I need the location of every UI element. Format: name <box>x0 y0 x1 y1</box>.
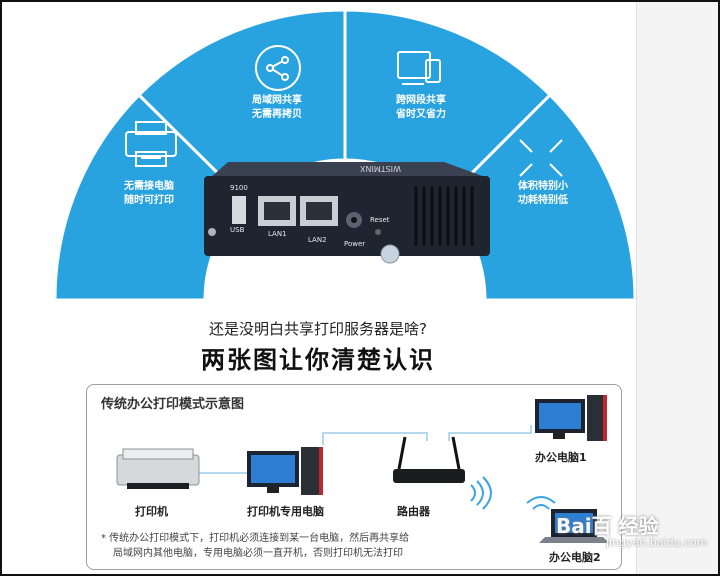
printer-label: 打印机 <box>135 505 168 518</box>
note-line1: * 传统办公打印模式下，打印机必须连接到某一台电脑，然后再共享给 <box>101 533 410 544</box>
traditional-print-diagram: 传统办公打印模式示意图 <box>86 384 622 570</box>
segment-4-line2: 功耗特别低 <box>518 195 568 206</box>
cable-pc-router <box>322 432 428 445</box>
lan1-label: LAN1 <box>268 230 287 238</box>
segment-4-line1: 体积特别小 <box>518 181 568 192</box>
segment-2-line2: 无需再拷贝 <box>252 109 302 120</box>
port-9100-label: 9100 <box>230 184 248 192</box>
office-pc2-laptop <box>539 509 609 543</box>
right-margin-strip <box>636 2 718 574</box>
baidu-watermark-sub: jingyan.baidu.com <box>606 536 708 549</box>
devices-icon <box>397 51 441 85</box>
note-line2: 局域网内其他电脑，专用电脑必须一直开机，否则打印机无法打印 <box>113 548 403 559</box>
fan-segment-1 <box>53 92 249 302</box>
headline-title: 两张图让你清楚认识 <box>201 346 435 374</box>
segment-2-line1: 局域网共享 <box>252 95 302 106</box>
shrink-icon <box>519 139 563 177</box>
router-device <box>393 436 465 483</box>
office-pc1-device <box>535 395 607 441</box>
segment-1-label: 无需接电脑 随时可打印 <box>104 180 194 208</box>
segment-1-line1: 无需接电脑 <box>124 181 174 192</box>
segment-2-label: 局域网共享 无需再拷贝 <box>232 94 322 122</box>
wifi-signal-icon <box>470 476 492 510</box>
printer-device <box>116 448 200 489</box>
segment-1-line2: 随时可打印 <box>124 195 174 206</box>
printer-icon <box>125 121 177 167</box>
segment-3-line2: 省时又省力 <box>396 109 446 120</box>
hero-fan-graphic <box>53 8 637 302</box>
diagram-graphic <box>116 395 609 543</box>
segment-3-line1: 跨网段共享 <box>396 95 446 106</box>
laptop-wifi-icon <box>526 496 556 510</box>
cable-router-pc1 <box>448 425 532 441</box>
share-icon <box>255 45 301 91</box>
dedicated-pc-label: 打印机专用电脑 <box>247 505 324 518</box>
diagram-note: * 传统办公打印模式下，打印机必须连接到某一台电脑，然后再共享给 局域网内其他电… <box>101 531 409 561</box>
usb-label: USB <box>230 226 245 234</box>
router-label: 路由器 <box>397 505 430 518</box>
lan2-label: LAN2 <box>308 236 327 244</box>
office-pc1-label: 办公电脑1 <box>535 451 587 464</box>
diagram-title: 传统办公打印模式示意图 <box>101 397 245 412</box>
office-pc2-label: 办公电脑2 <box>549 551 601 564</box>
headline-question: 还是没明白共享打印服务器是啥? <box>209 320 427 338</box>
reset-label: Reset <box>370 216 390 224</box>
dedicated-pc-device <box>247 447 323 495</box>
baidu-watermark: Bai百 经验 <box>556 514 659 538</box>
hero-banner: 无需接电脑 随时可打印 局域网共享 无需再拷贝 跨网段共享 省时又省力 体积特别… <box>0 0 637 302</box>
segment-4-label: 体积特别小 功耗特别低 <box>498 180 588 208</box>
print-server-device <box>204 162 490 264</box>
device-brand: WISTMINX <box>360 164 401 173</box>
power-label: Power <box>344 240 366 248</box>
segment-3-label: 跨网段共享 省时又省力 <box>376 94 466 122</box>
